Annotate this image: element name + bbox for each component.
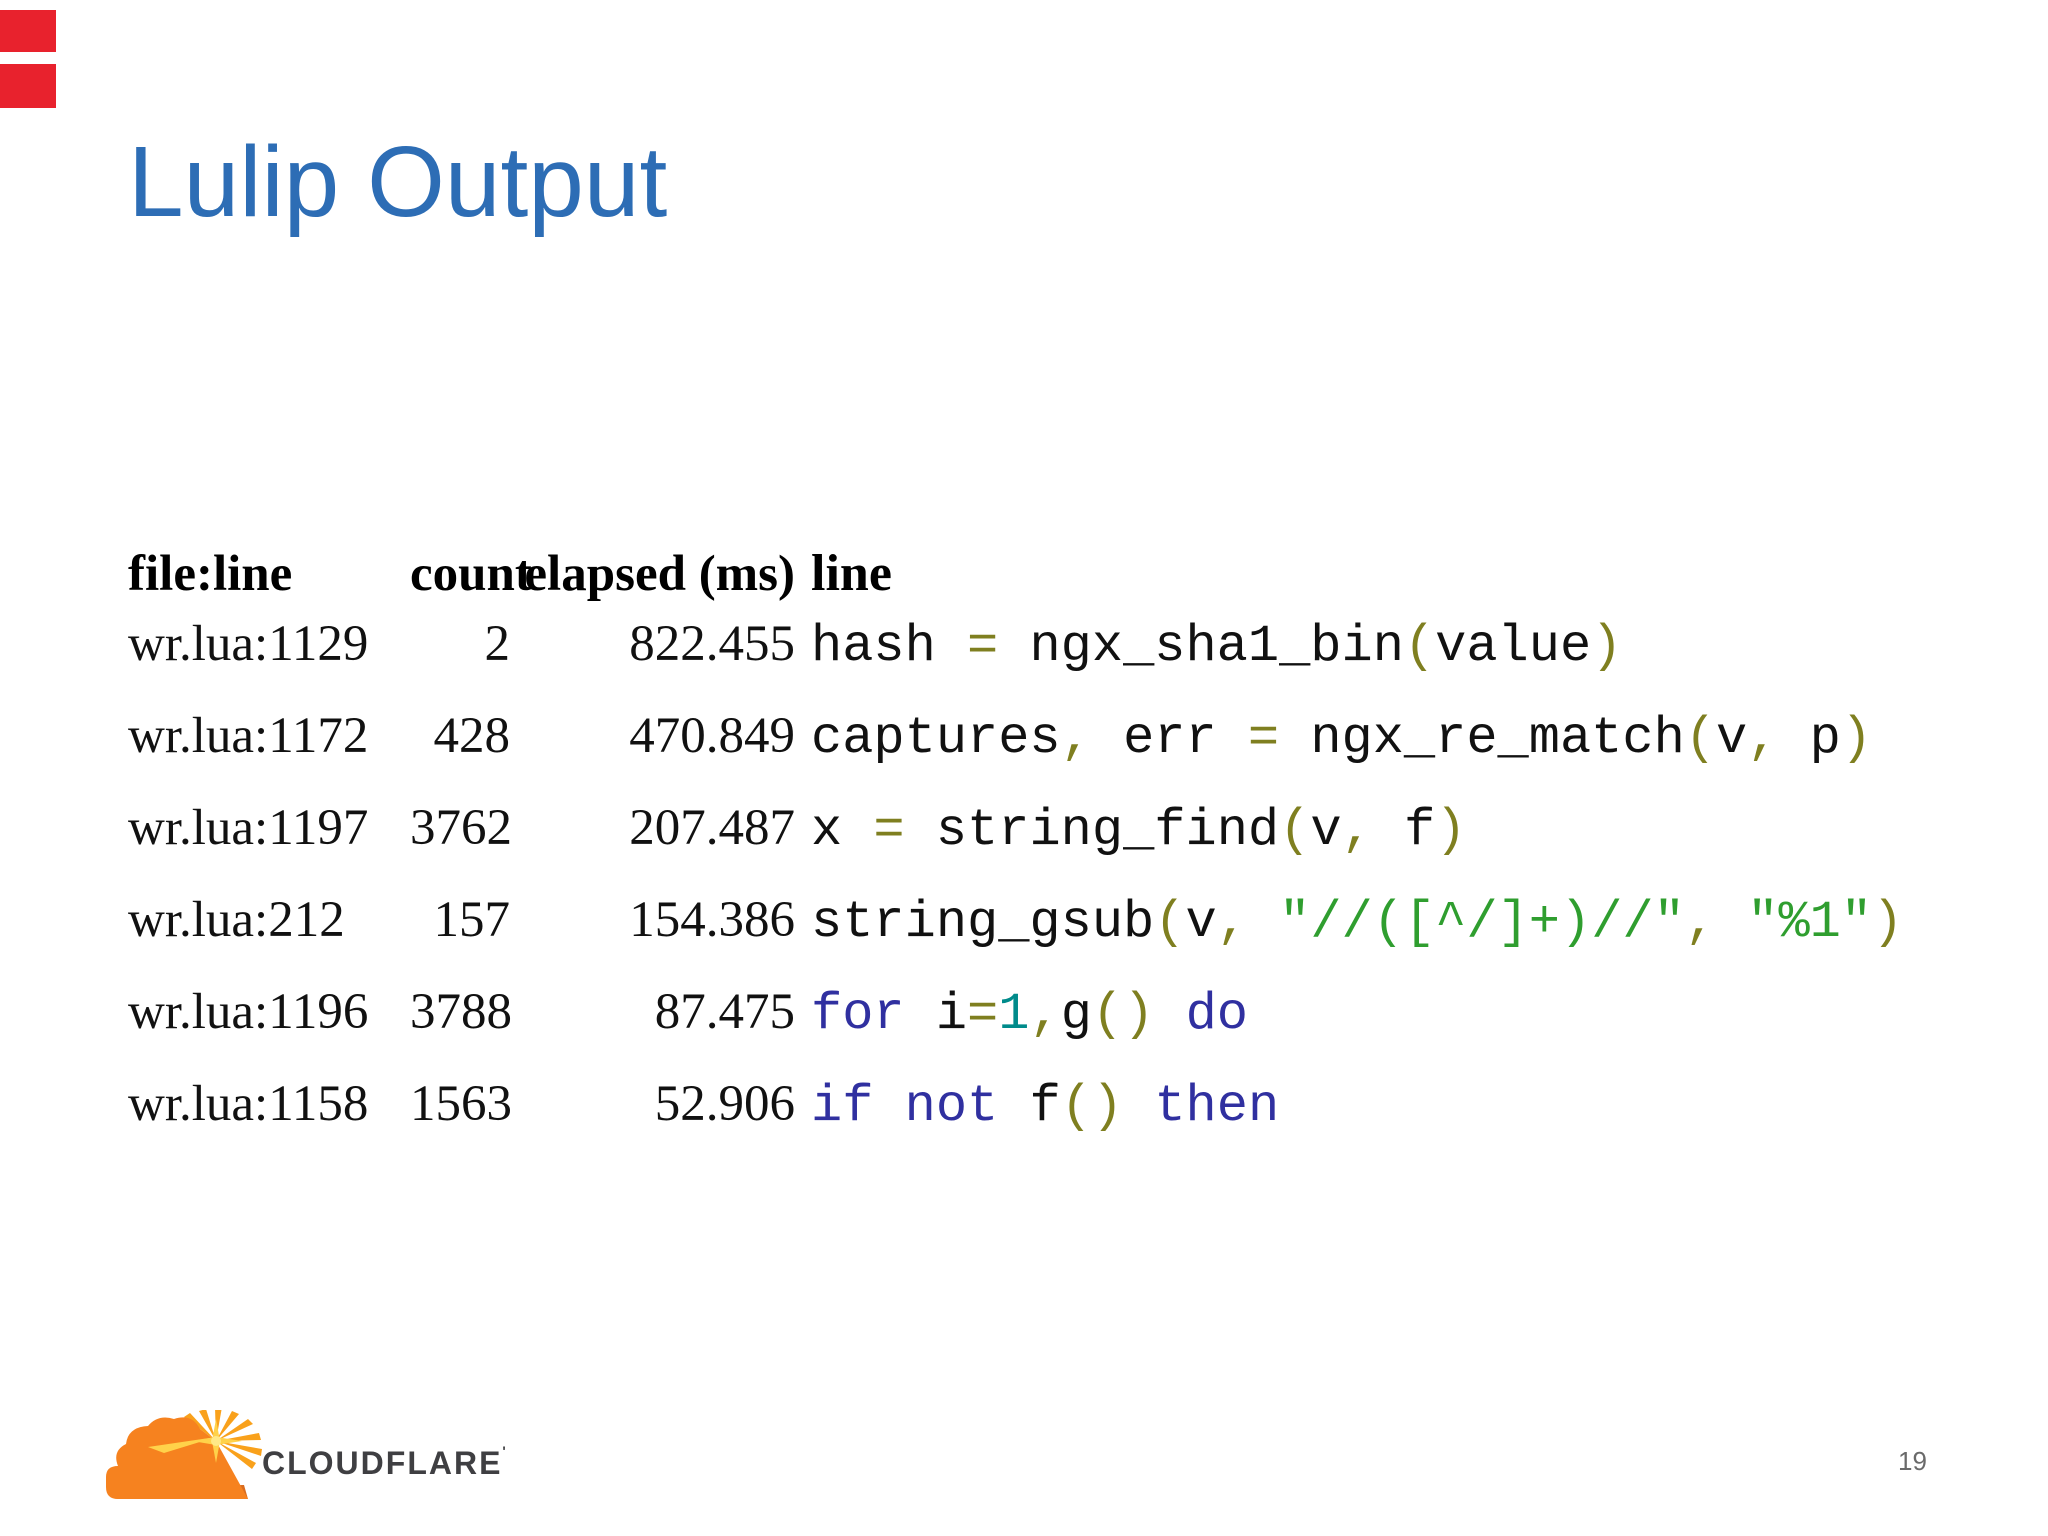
cell-elapsed: 87.475 (654, 984, 795, 1040)
cell-elapsed: 207.487 (629, 800, 795, 856)
code-token: f (1372, 801, 1436, 860)
code-token: , (1029, 985, 1061, 1044)
cell-count: 3788 (410, 984, 512, 1040)
code-token: "%1" (1747, 893, 1873, 952)
code-token: = (967, 617, 999, 676)
code-token: = (873, 801, 905, 860)
code-token: value (1435, 617, 1592, 676)
table-row: wr.lua:1129 2 822.455 hash = ngx_sha1_bi… (128, 615, 1903, 707)
red-accent-bar-top (0, 10, 56, 52)
trademark-tick: ' (502, 1443, 506, 1459)
flare-core (211, 1436, 221, 1446)
code-token: ( (1684, 709, 1716, 768)
code-token: x (811, 801, 874, 860)
cell-count: 2 (484, 616, 511, 672)
code-token: ( (1279, 801, 1311, 860)
cell-code: x = string_find(v, f) (795, 801, 1903, 860)
cell-elapsed: 822.455 (629, 616, 795, 672)
code-token: , (1216, 893, 1248, 952)
code-token: , (1060, 709, 1092, 768)
code-token (1248, 893, 1279, 952)
code-token: , (1341, 801, 1373, 860)
page-title: Lulip Output (128, 126, 668, 238)
code-token: v (1716, 709, 1748, 768)
header-file-line: file:line (128, 546, 293, 602)
code-token: captures (811, 709, 1061, 768)
cell-elapsed: 154.386 (629, 892, 795, 948)
code-token: f (998, 1077, 1061, 1136)
cell-count: 1563 (410, 1076, 512, 1132)
cell-file-line: wr.lua:1129 (128, 616, 369, 672)
code-token: v (1185, 893, 1217, 952)
cell-count: 428 (433, 708, 511, 764)
code-token: () (1091, 985, 1155, 1044)
code-token: = (1247, 709, 1280, 768)
table-row: wr.lua:1172 428 470.849 captures, err = … (128, 707, 1903, 799)
code-token: i (904, 985, 968, 1044)
cell-elapsed: 52.906 (654, 1076, 795, 1132)
code-token: ngx_sha1_bin (998, 617, 1404, 676)
cell-count: 157 (433, 892, 511, 948)
code-token: err (1091, 709, 1248, 768)
code-token (1123, 1077, 1154, 1136)
code-token: 1 (998, 985, 1030, 1044)
code-token: ) (1840, 709, 1873, 768)
header-count: count (410, 546, 532, 602)
code-token: for (811, 985, 905, 1044)
cell-code: string_gsub(v, "//([^/]+)//", "%1") (795, 893, 1903, 952)
table-header-row: file:line count elapsed (ms) line (128, 544, 1903, 615)
cell-file-line: wr.lua:212 (128, 892, 345, 948)
code-token: do (1185, 985, 1248, 1044)
header-line: line (811, 545, 892, 602)
brand-text: CLOUDFLARE (262, 1445, 503, 1481)
code-token: p (1778, 709, 1841, 768)
code-token: hash (811, 617, 968, 676)
code-token: string_gsub (811, 893, 1155, 952)
red-accent-bar-bottom (0, 64, 56, 108)
code-token: v (1310, 801, 1342, 860)
profiler-table: file:line count elapsed (ms) line wr.lua… (128, 544, 1903, 1167)
cell-code: for i=1,g() do (795, 985, 1903, 1044)
code-token: ngx_re_match (1279, 709, 1685, 768)
code-token: if (811, 1077, 874, 1136)
cell-code: hash = ngx_sha1_bin(value) (795, 617, 1903, 676)
table-row: wr.lua:212 157 154.386 string_gsub(v, "/… (128, 891, 1903, 983)
code-token: then (1154, 1077, 1280, 1136)
header-elapsed: elapsed (ms) (524, 546, 795, 602)
code-token: ) (1591, 617, 1623, 676)
code-token (1716, 893, 1747, 952)
cell-file-line: wr.lua:1158 (128, 1076, 369, 1132)
code-token: ) (1872, 893, 1904, 952)
code-token: , (1684, 893, 1717, 952)
cell-file-line: wr.lua:1172 (128, 708, 369, 764)
code-token: g (1060, 985, 1092, 1044)
cloudflare-logo-icon (106, 1410, 262, 1499)
cell-elapsed: 470.849 (629, 708, 795, 764)
table-row: wr.lua:1196 3788 87.475 for i=1,g() do (128, 983, 1903, 1075)
cloudflare-wordmark: CLOUDFLARE' (262, 1444, 506, 1479)
code-token: ) (1435, 801, 1467, 860)
cell-code: if not f() then (795, 1077, 1903, 1136)
code-token: "//([^/]+)//" (1279, 893, 1685, 952)
cell-file-line: wr.lua:1196 (128, 984, 369, 1040)
code-token: ( (1403, 617, 1436, 676)
code-token: = (967, 985, 999, 1044)
code-token: not (904, 1077, 999, 1136)
code-token: , (1747, 709, 1779, 768)
page-number: 19 (1898, 1446, 1927, 1476)
code-token (1154, 985, 1185, 1044)
code-token: string_find (904, 801, 1280, 860)
cloud-body (106, 1417, 248, 1499)
cell-count: 3762 (410, 800, 512, 856)
code-token: ( (1154, 893, 1186, 952)
code-token (873, 1077, 904, 1136)
table-row: wr.lua:1197 3762 207.487 x = string_find… (128, 799, 1903, 891)
code-token: () (1060, 1077, 1124, 1136)
cell-code: captures, err = ngx_re_match(v, p) (795, 709, 1903, 768)
table-row: wr.lua:1158 1563 52.906 if not f() then (128, 1075, 1903, 1167)
cell-file-line: wr.lua:1197 (128, 800, 369, 856)
